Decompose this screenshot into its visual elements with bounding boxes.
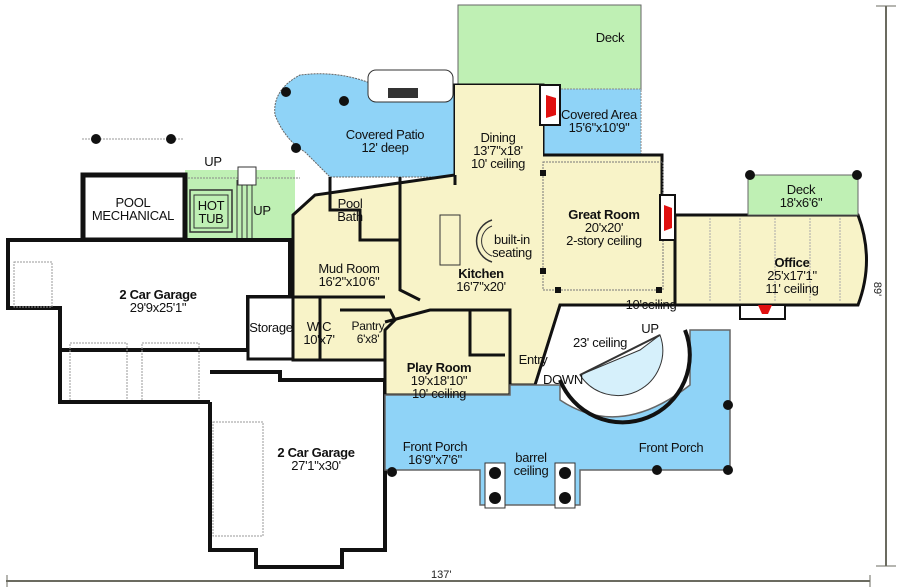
garage-2-label: 2 Car Garage 27'1"x30': [277, 445, 355, 473]
deck-top-area: [457, 4, 642, 91]
fireplace-icon: [546, 95, 556, 118]
hot-tub: [189, 189, 233, 233]
pool-up-top-label: UP: [204, 154, 222, 169]
pool-mechanical-label: POOL MECHANICAL: [91, 195, 175, 223]
barrel-ceiling-label: barrel ceiling: [513, 450, 549, 478]
dining-label: Dining 13'7"x18' 10' ceiling: [470, 130, 526, 171]
storage-room: [246, 295, 295, 361]
garage-1-label: 2 Car Garage 29'9x25'1": [119, 287, 197, 315]
pool-mechanical-room: [80, 172, 188, 243]
front-porch-left-label: Front Porch 16'9"x7'6": [402, 439, 468, 467]
kitchen-label: Kitchen 16'7"x20': [456, 266, 506, 294]
front-porch-right-label: Front Porch: [638, 440, 704, 455]
stair-down-label: DOWN: [543, 372, 583, 387]
spiral-staircase: [558, 329, 692, 425]
deck-right-label: Deck 18'x6'6": [779, 182, 823, 210]
fireplace-icon: [758, 305, 772, 314]
mud-room-label: Mud Room 16'2"x10'6": [318, 261, 380, 289]
front-porch-area: [384, 329, 731, 506]
covered-patio-label: Covered Patio 12' deep: [345, 127, 425, 155]
builtin-seating-label: built-in seating: [492, 232, 532, 260]
play-room-label: Play Room 19'x18'10" 10' ceiling: [406, 360, 472, 401]
hall-ceiling-label: 10'ceiling: [625, 297, 677, 312]
hot-tub-label: HOT TUB: [197, 198, 225, 226]
pool-bath-label: Pool Bath: [337, 196, 363, 224]
entry-label: Entry: [518, 352, 548, 367]
deck-top-label: Deck: [595, 30, 625, 45]
deck-right-area: [747, 174, 859, 216]
stair-ceiling-label: 23' ceiling: [572, 335, 628, 350]
covered-area-label: Covered Area 15'6"x10'9": [561, 107, 637, 135]
office-area: [673, 213, 868, 307]
wic-label: WIC 10'x7': [303, 319, 335, 347]
office-label: Office 25'x17'1" 11' ceiling: [765, 255, 819, 296]
overall-depth-label: 89': [871, 281, 884, 297]
great-room-label: Great Room 20'x20' 2-story ceiling: [566, 207, 642, 248]
storage-label: Storage: [249, 320, 293, 335]
pool-up-side-label: UP: [253, 203, 271, 218]
fireplace-icon: [664, 205, 672, 231]
overall-width-label: 137': [431, 569, 452, 581]
garage-2-area: [208, 370, 387, 569]
stair-up-label: UP: [641, 321, 659, 336]
pantry-label: Pantry 6'x8': [351, 319, 385, 346]
